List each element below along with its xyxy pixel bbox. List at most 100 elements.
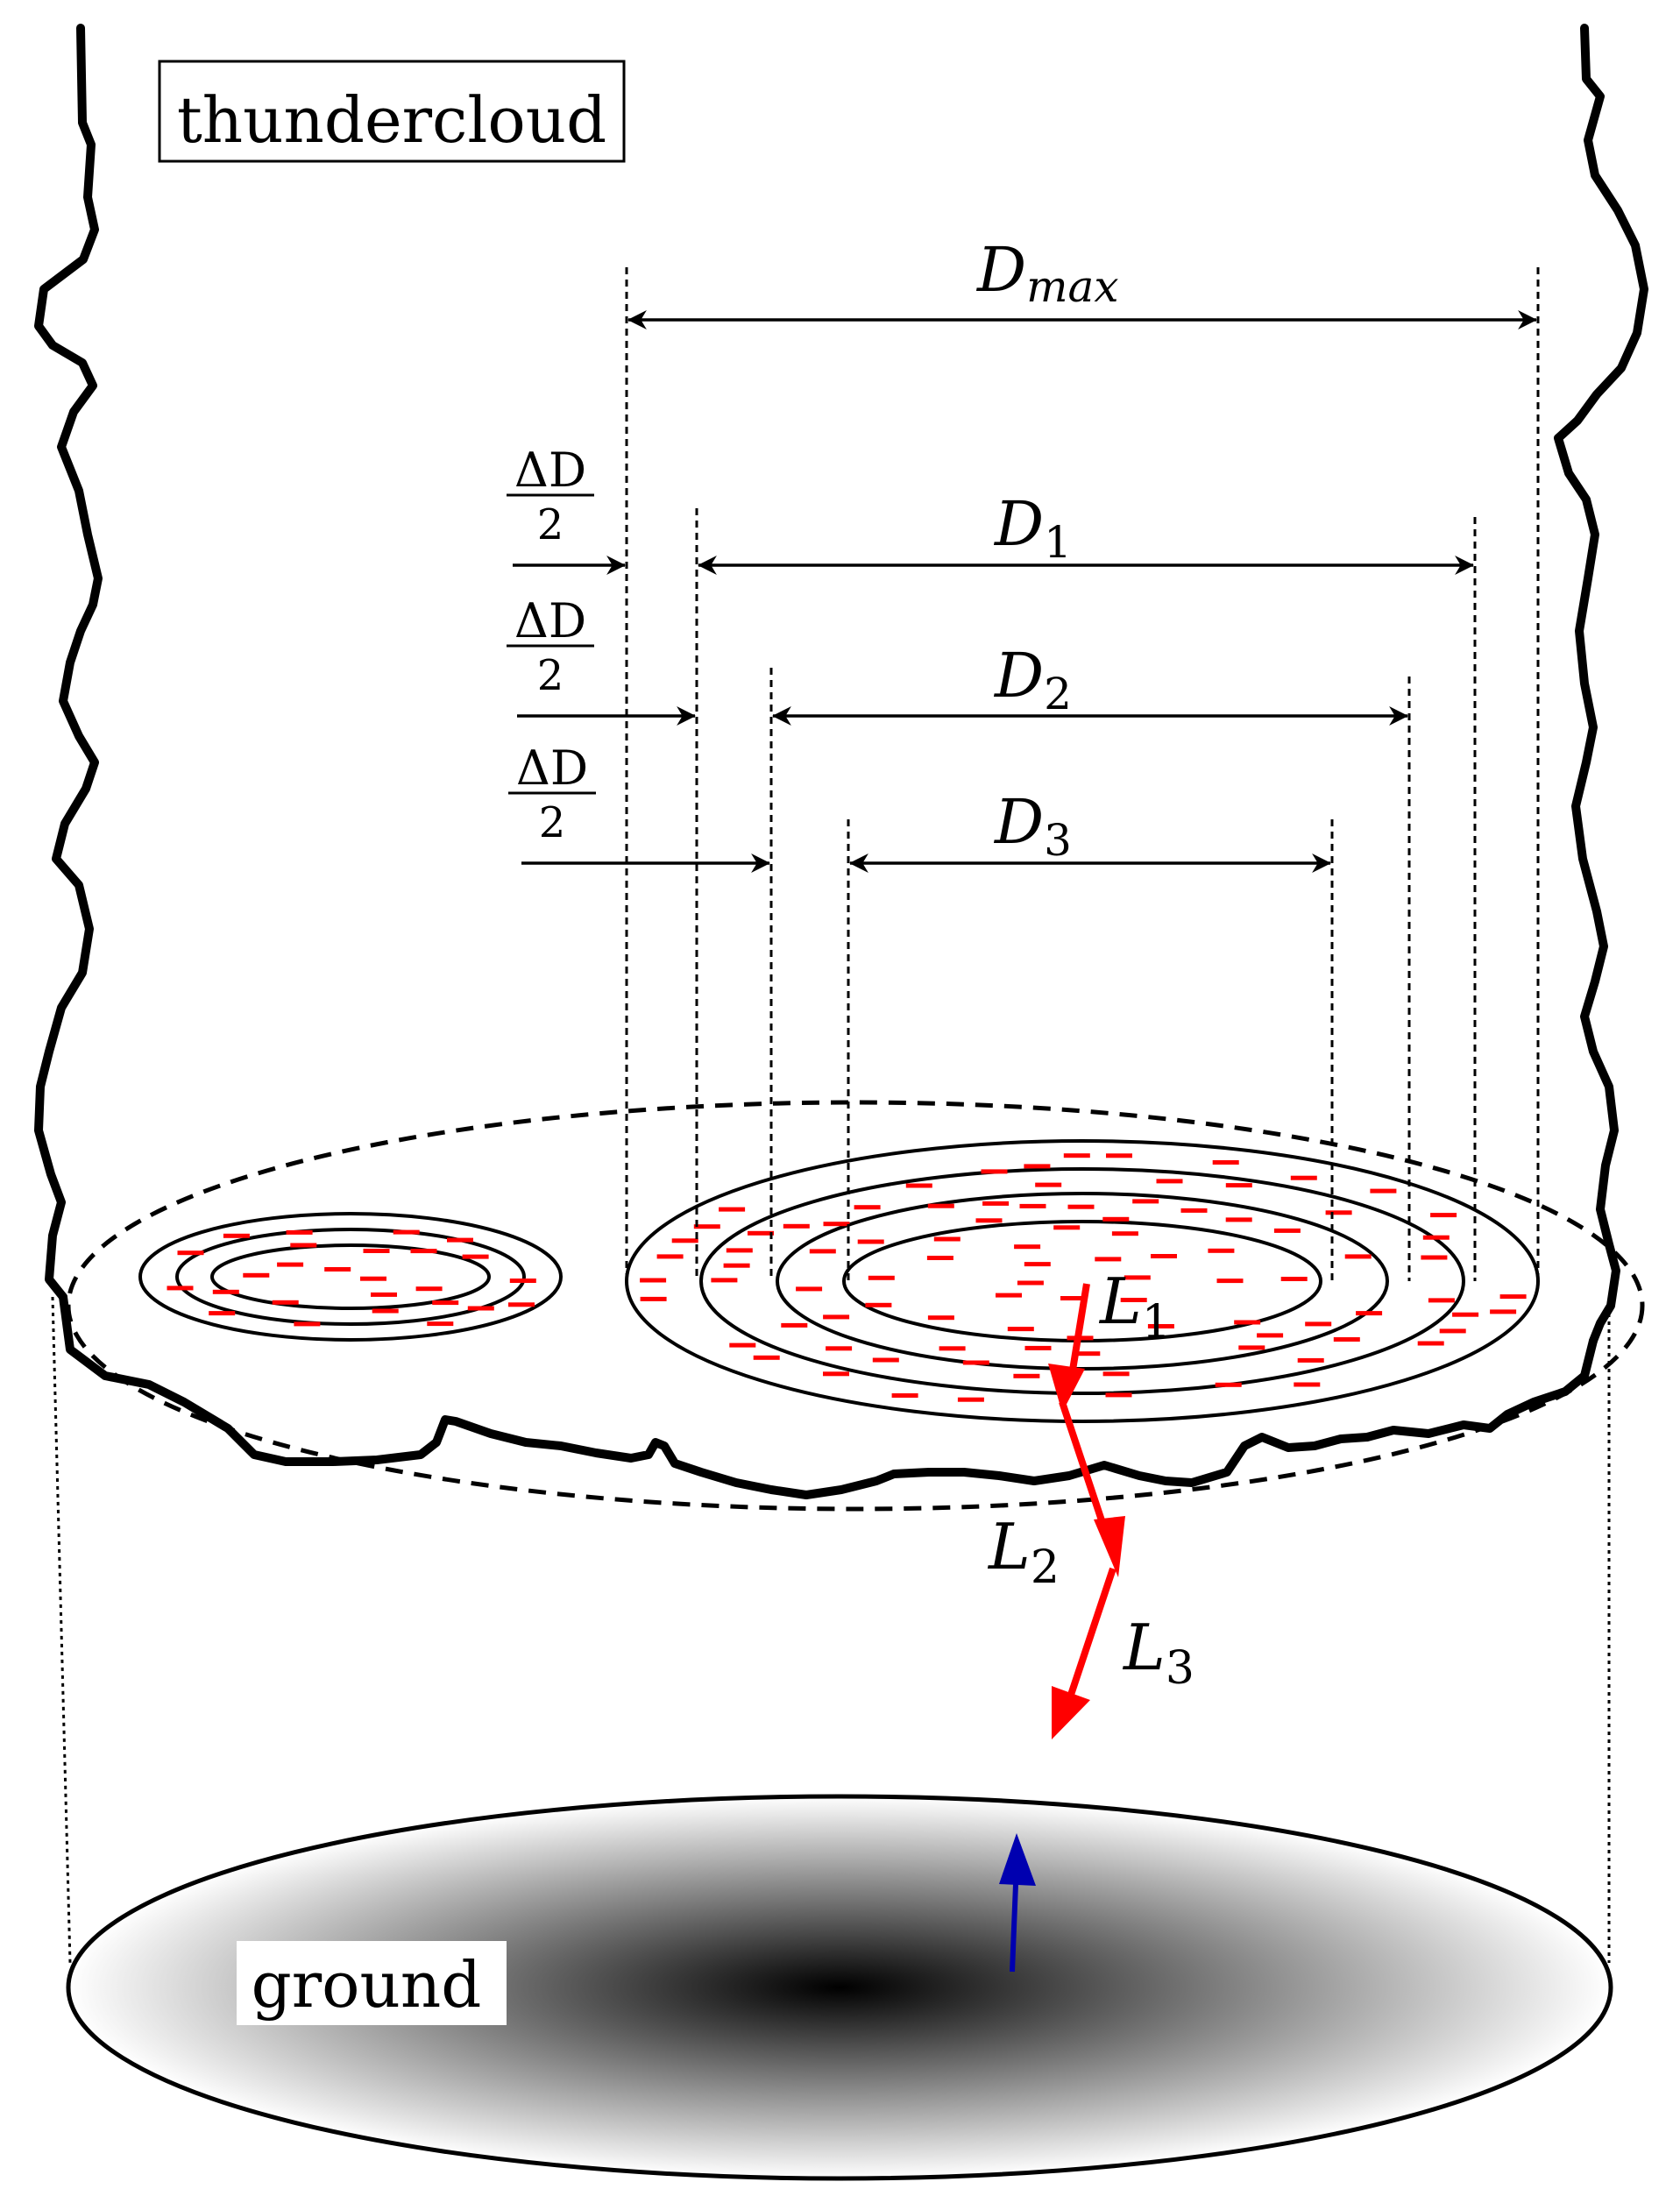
negative-charge-sign: [508, 1302, 535, 1307]
leader-label-l2: L2: [987, 1510, 1060, 1594]
negative-charge-sign: [177, 1250, 204, 1256]
negative-charge-sign: [1019, 1203, 1046, 1208]
thundercloud-label-box: [158, 60, 626, 163]
negative-charge-sign: [809, 1249, 836, 1254]
negative-charge-sign: [1225, 1183, 1252, 1188]
negative-charge-sign: [796, 1286, 823, 1292]
negative-charge-sign: [447, 1237, 473, 1243]
d3-label: D3: [993, 786, 1072, 866]
negative-charge-sign: [509, 1279, 536, 1283]
negative-charge-sign: [982, 1201, 1010, 1206]
negative-charge-sign: [1156, 1179, 1183, 1184]
negative-charge-sign: [1490, 1309, 1517, 1314]
negative-charge-sign: [854, 1205, 881, 1210]
negative-charge-sign: [783, 1223, 810, 1229]
negative-charge-sign: [1428, 1298, 1455, 1303]
negative-charge-sign: [1007, 1327, 1034, 1332]
negative-charge-sign: [1111, 1231, 1138, 1236]
negative-charge-sign: [962, 1360, 989, 1365]
negative-charge-sign: [1238, 1345, 1265, 1350]
negative-charge-sign: [926, 1256, 953, 1260]
negative-charge-sign: [371, 1292, 397, 1297]
cloud-bottom-edge: [59, 1293, 1598, 1499]
negative-charge-sign: [1024, 1262, 1051, 1267]
upward-arrowhead: [999, 1833, 1036, 1886]
cloud-right-edge: [1554, 24, 1648, 1345]
delta-denominator-3: 2: [539, 798, 566, 847]
negative-charge-sign: [823, 1371, 849, 1377]
negative-charge-sign: [1344, 1254, 1372, 1259]
negative-charge-sign: [1095, 1257, 1122, 1262]
negative-charge-sign: [290, 1243, 317, 1248]
delta-fraction-2: ΔD 2: [507, 593, 594, 700]
negative-charge-sign: [1439, 1328, 1466, 1334]
cloud-left-edge: [34, 24, 103, 1301]
ring-d2: [699, 1167, 1465, 1395]
dimension-guides: [625, 267, 1540, 1281]
negative-charge-sign: [868, 1275, 895, 1280]
negative-charge-sign: [1225, 1217, 1252, 1222]
negative-charge-sign: [1297, 1357, 1324, 1363]
dimension-arrows: [513, 310, 1538, 873]
leader-arrowhead-1: [1048, 1364, 1085, 1413]
leader-arrowhead-3: [1052, 1686, 1090, 1739]
negative-charge-sign: [753, 1355, 780, 1360]
negative-charge-sign: [693, 1224, 720, 1229]
negative-charge-sign: [826, 1346, 853, 1351]
small-ring-middle: [175, 1228, 526, 1326]
negative-charge-sign: [1120, 1298, 1147, 1302]
max-charge-region: [66, 1100, 1645, 1512]
negative-charge-sign: [1216, 1279, 1244, 1284]
negative-charge-sign: [891, 1393, 918, 1398]
negative-charge-sign: [1053, 1225, 1081, 1230]
negative-charge-sign: [656, 1254, 684, 1259]
leader-arrowhead-2: [1094, 1516, 1125, 1577]
negative-charge-sign: [1257, 1333, 1284, 1338]
negative-charge-sign: [711, 1278, 738, 1283]
leader-label-l1: L1: [1098, 1264, 1171, 1349]
projection-left: [51, 1296, 72, 1964]
negative-charge-sign: [781, 1322, 808, 1328]
negative-charge-sign: [415, 1286, 443, 1292]
negative-charge-sign: [996, 1293, 1022, 1298]
negative-charge-sign: [927, 1315, 954, 1321]
upward-leader: [999, 1833, 1036, 1973]
small-ring-inner: [210, 1243, 491, 1310]
negative-charge-sign: [1132, 1199, 1159, 1204]
negative-charge-sign: [1370, 1188, 1397, 1194]
negative-charge-sign: [167, 1286, 194, 1291]
negative-charge-sign: [243, 1272, 270, 1278]
negative-charge-sign: [272, 1300, 299, 1305]
negative-charge-sign: [939, 1346, 966, 1351]
negative-charge-sign: [1180, 1208, 1208, 1213]
negative-charge-sign: [927, 1203, 954, 1208]
negative-charge-sign: [1280, 1277, 1308, 1281]
negative-charge-sign: [393, 1229, 420, 1235]
negative-charge-sign: [1060, 1296, 1087, 1300]
negative-charge-sign: [363, 1249, 390, 1253]
negative-charge-sign: [1063, 1153, 1090, 1158]
negative-charge-sign: [467, 1306, 494, 1311]
negative-charge-sign: [1234, 1320, 1261, 1325]
negative-charge-sign: [1421, 1255, 1448, 1260]
ground-surface: [66, 1794, 1613, 2181]
ground-label: ground: [252, 1948, 482, 2022]
negative-charge-sign: [1105, 1392, 1132, 1398]
negative-charge-sign: [1208, 1248, 1235, 1253]
negative-charge-sign: [1124, 1275, 1151, 1280]
negative-charge-sign: [981, 1169, 1008, 1174]
negative-charge-sign: [1215, 1382, 1242, 1387]
thundercloud-label: thundercloud: [177, 83, 606, 157]
negative-charge-sign: [286, 1229, 313, 1235]
delta-fraction-3: ΔD 2: [508, 740, 596, 847]
negative-charge-sign: [1014, 1244, 1041, 1250]
negative-charge-sign: [410, 1249, 437, 1254]
negative-charge-sign: [1499, 1294, 1527, 1300]
negative-charge-sign: [360, 1276, 386, 1281]
negative-charge-sign: [324, 1267, 351, 1272]
ring-d1: [625, 1139, 1540, 1423]
negative-charge-sign: [223, 1233, 250, 1238]
negative-charge-sign: [427, 1321, 454, 1327]
negative-charge-sign: [1035, 1182, 1062, 1187]
negative-charge-sign: [726, 1248, 753, 1253]
